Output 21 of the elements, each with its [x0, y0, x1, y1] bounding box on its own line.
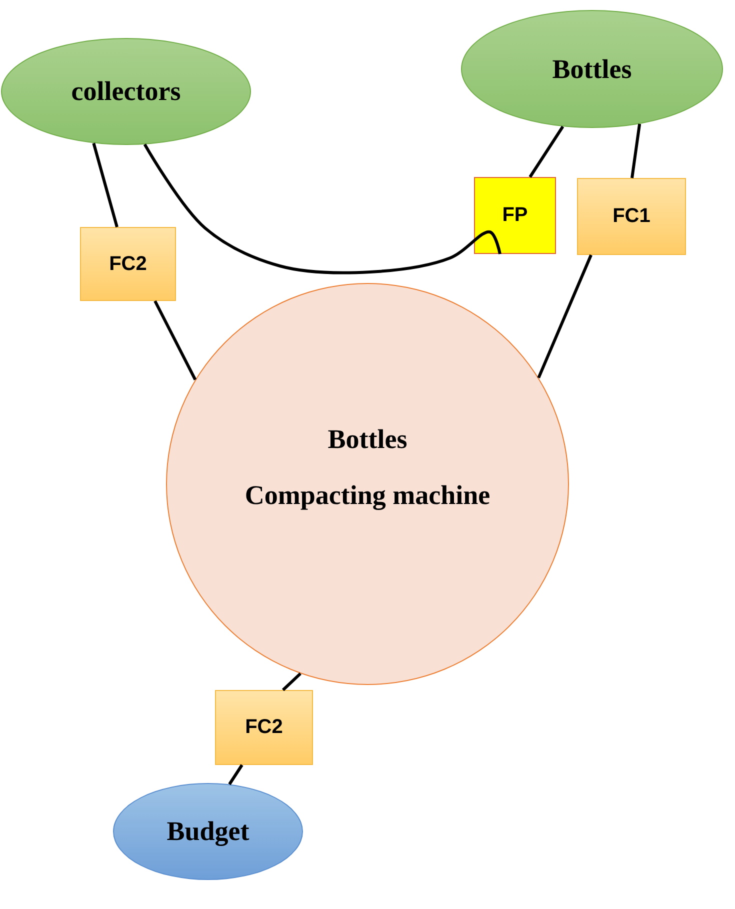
actor-label: Bottles	[552, 54, 632, 84]
connector-line	[528, 126, 564, 178]
connector-line	[154, 300, 197, 380]
connector-line	[282, 672, 302, 692]
connector-line	[143, 144, 502, 274]
function-label: FC2	[109, 252, 147, 276]
function-box	[80, 227, 176, 301]
connector-line	[228, 764, 244, 786]
function-label: FP	[502, 204, 528, 227]
connector-line	[630, 124, 642, 178]
connector-line	[537, 254, 592, 378]
actor-label: Budget	[166, 816, 250, 847]
function-box	[474, 177, 556, 254]
system-name: Compacting machine	[244, 480, 490, 511]
function-box	[215, 690, 313, 765]
connector-line	[92, 142, 118, 228]
actor-label: collectors	[71, 76, 181, 107]
system-title: Bottles	[328, 424, 408, 455]
function-box	[577, 178, 686, 255]
function-label: FC1	[612, 205, 650, 228]
function-label: FC2	[245, 716, 283, 739]
